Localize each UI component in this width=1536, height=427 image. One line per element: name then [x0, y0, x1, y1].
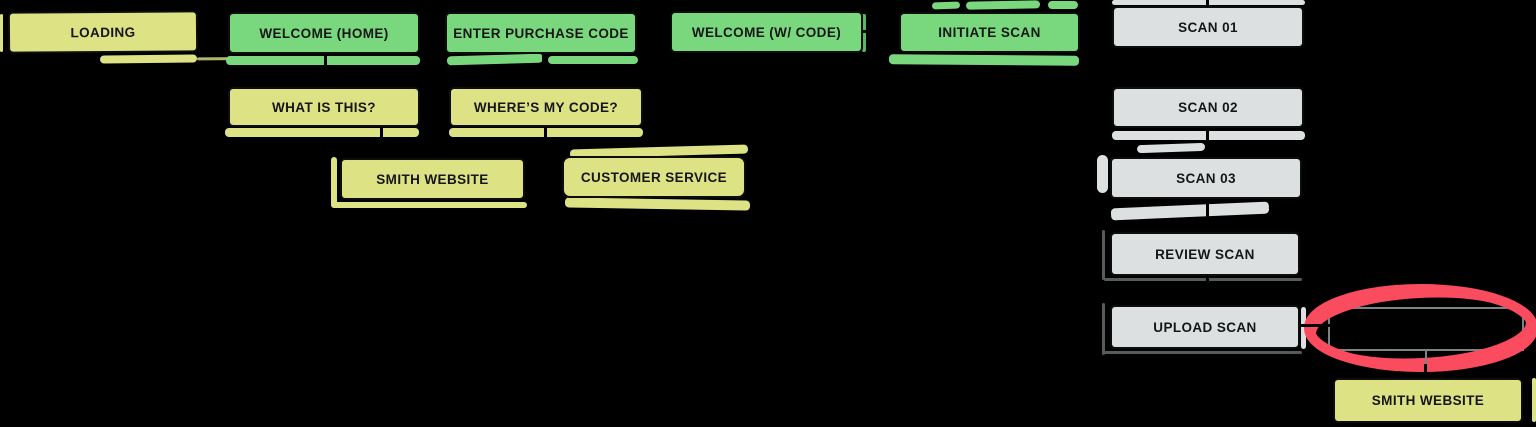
edge-ghost-smith2-upper	[1425, 350, 1427, 366]
edge-upload-ghost	[1300, 324, 1330, 327]
edge-welcomecode-initiate	[863, 30, 899, 33]
node-scan-02: SCAN 02	[1112, 87, 1304, 128]
marker-stroke-initiate-above-1	[931, 1, 961, 10]
edge-scan02-scan03	[1206, 128, 1209, 157]
node-what-is-this-label: WHAT IS THIS?	[272, 99, 376, 115]
node-customer-service-label: CUSTOMER SERVICE	[580, 169, 728, 185]
sketch-offset-upload-bottom	[1104, 351, 1302, 354]
node-wheres-my-code: WHERE’S MY CODE?	[449, 87, 643, 127]
node-scan-01-label: SCAN 01	[1178, 19, 1238, 35]
node-smith-website-2: SMITH WEBSITE	[1333, 378, 1523, 423]
node-welcome-home-label: WELCOME (HOME)	[259, 25, 389, 41]
edge-entercode-welcomecode	[637, 30, 670, 33]
node-customer-service: CUSTOMER SERVICE	[562, 156, 746, 198]
edge-scan01-top-tick	[1206, 0, 1209, 7]
edge-whatisthis-smith	[380, 127, 383, 158]
node-smith-website-2-label: SMITH WEBSITE	[1371, 393, 1485, 408]
edge-welcome-whatisthis	[324, 54, 327, 87]
edge-welcome-entercode	[420, 30, 445, 33]
red-highlight-ellipse	[1304, 284, 1536, 372]
node-loading: LOADING	[7, 10, 199, 54]
sketch-offset-review-left	[1102, 230, 1105, 280]
node-upload-scan-label: UPLOAD SCAN	[1153, 319, 1257, 335]
node-scan-01: SCAN 01	[1112, 6, 1304, 48]
node-what-is-this: WHAT IS THIS?	[228, 87, 420, 127]
node-upload-scan: UPLOAD SCAN	[1110, 305, 1300, 349]
marker-stroke-smith-left	[331, 157, 337, 207]
node-scan-03-label: SCAN 03	[1176, 170, 1236, 186]
node-review-scan: REVIEW SCAN	[1110, 232, 1300, 276]
edge-initiate-scan01	[1080, 28, 1112, 31]
sketch-offset-upload-left	[1102, 303, 1105, 355]
marker-stroke-smith-below	[331, 202, 527, 208]
marker-stroke-customer-below	[564, 197, 751, 211]
marker-stroke-scan03-below	[1110, 201, 1270, 221]
sketch-offset-review-bottom	[1104, 278, 1302, 281]
edge-loading-welcome	[197, 30, 228, 33]
marker-stroke-what-below	[225, 128, 419, 137]
marker-stroke-smith2-right	[1532, 378, 1536, 422]
edge-review-upload	[1206, 276, 1209, 305]
marker-stroke-scan03-above	[1136, 142, 1206, 154]
node-enter-purchase-code: ENTER PURCHASE CODE	[445, 12, 637, 54]
node-smith-website: SMITH WEBSITE	[340, 158, 525, 200]
node-wheres-my-code-label: WHERE’S MY CODE?	[473, 99, 619, 115]
marker-stroke-loading-below	[99, 54, 198, 64]
node-initiate-scan-label: INITIATE SCAN	[938, 25, 1041, 40]
node-welcome-w-code-label: WELCOME (W/ CODE)	[691, 24, 842, 40]
marker-stroke-welcome-home-below	[226, 56, 420, 65]
marker-stroke-initiate-above-3	[1048, 1, 1078, 9]
node-welcome-home: WELCOME (HOME)	[228, 12, 420, 54]
marker-stroke-scan03-left	[1097, 155, 1108, 193]
node-initiate-scan: INITIATE SCAN	[899, 12, 1080, 53]
node-enter-purchase-code-label: ENTER PURCHASE CODE	[453, 25, 629, 41]
marker-stroke-initiate-below	[888, 54, 1080, 66]
node-review-scan-label: REVIEW SCAN	[1155, 246, 1255, 262]
node-scan-02-label: SCAN 02	[1178, 100, 1238, 115]
edge-entercode-wherescode	[542, 54, 545, 87]
marker-stroke-enter-code-below-right	[548, 56, 638, 64]
edge-wherescode-customer	[544, 127, 547, 157]
node-loading-label: LOADING	[70, 24, 136, 40]
marker-stroke-welcome-code-right	[862, 14, 866, 52]
edge-scan01-scan02	[1206, 48, 1209, 87]
node-scan-03: SCAN 03	[1110, 157, 1302, 199]
marker-stroke-enter-code-below-left	[446, 53, 544, 66]
marker-stroke-upload-right	[1301, 307, 1306, 349]
edge-scan03-review	[1206, 199, 1209, 232]
marker-stroke-initiate-above-2	[965, 0, 1041, 10]
marker-stroke-loading-left	[0, 14, 3, 52]
edge-ghost-smith2-lower	[1424, 364, 1427, 378]
node-welcome-w-code: WELCOME (W/ CODE)	[670, 11, 863, 53]
node-smith-website-label: SMITH WEBSITE	[376, 171, 489, 187]
